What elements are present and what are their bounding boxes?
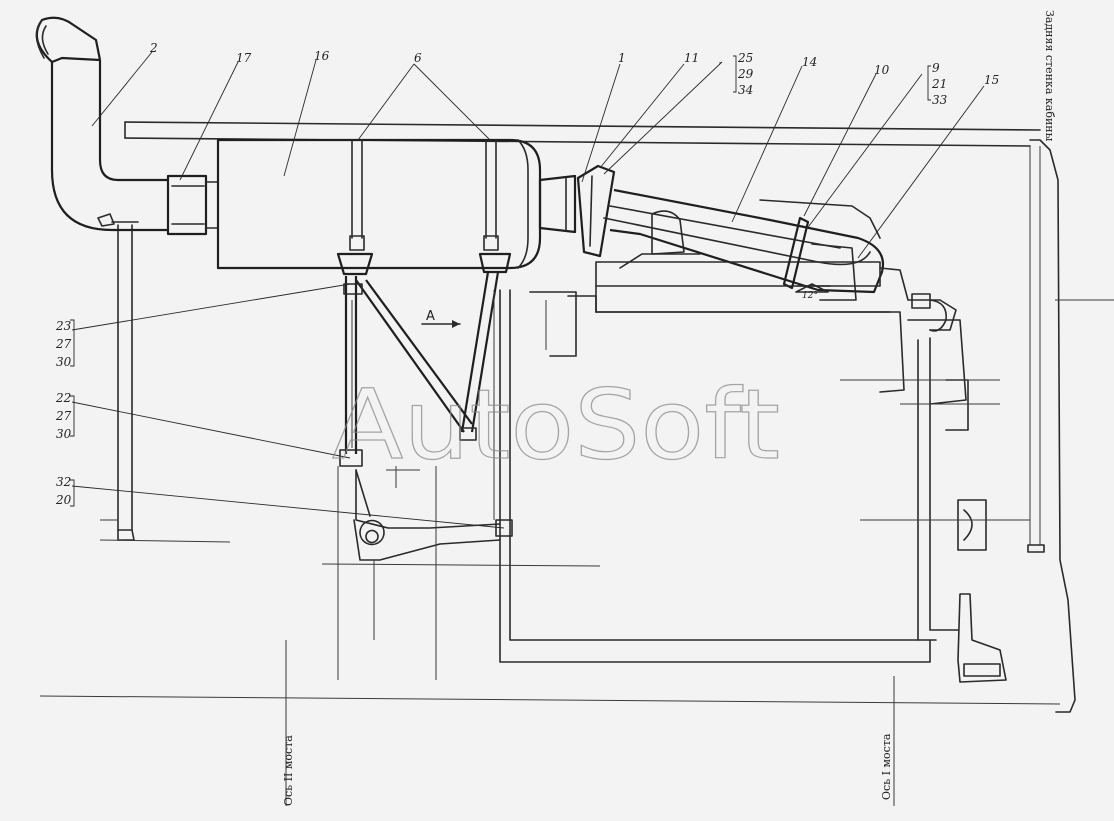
part-label-34: 34 xyxy=(738,83,753,97)
part-label-6: 6 xyxy=(414,51,422,65)
exhaust-pipe xyxy=(35,16,168,232)
part-label-10: 10 xyxy=(874,63,890,77)
muffler xyxy=(216,138,542,270)
axle-lines xyxy=(39,519,1061,806)
part-label-16: 16 xyxy=(314,49,330,63)
leader-lines xyxy=(71,51,985,529)
view-label: A xyxy=(426,309,435,324)
part-label-23: 23 xyxy=(55,319,72,333)
part-label-15: 15 xyxy=(984,73,999,87)
part-label-32: 32 xyxy=(56,475,71,489)
muffler-straps xyxy=(336,139,512,276)
part-label-11: 11 xyxy=(684,51,699,65)
part-label-30b: 30 xyxy=(56,427,72,441)
view-arrow xyxy=(421,320,461,328)
part-labels: 2 17 16 6 1 11 25 29 34 14 10 9 21 33 15… xyxy=(55,41,999,507)
cab-wall-label: Задняя стенка кабины xyxy=(1043,10,1056,142)
part-label-27: 27 xyxy=(55,337,72,351)
angle-label: 12° xyxy=(802,291,818,301)
part-label-17: 17 xyxy=(236,51,252,65)
rear-axle-label: Ось II моста xyxy=(282,735,295,806)
support-brackets xyxy=(339,271,513,537)
part-label-9: 9 xyxy=(932,61,940,75)
turbo-pipe xyxy=(603,188,885,301)
part-label-27b: 27 xyxy=(55,409,72,423)
angle-marker xyxy=(795,283,829,293)
outlet-flange xyxy=(538,164,616,258)
pipe-clamp xyxy=(166,174,219,236)
part-label-22: 22 xyxy=(55,391,71,405)
front-axle-label: Ось I моста xyxy=(880,733,893,800)
part-label-30: 30 xyxy=(56,355,72,369)
watermark: AutoSoft xyxy=(332,369,780,481)
part-label-2: 2 xyxy=(149,41,158,55)
lower-frame xyxy=(321,466,601,680)
part-label-1: 1 xyxy=(618,51,626,65)
gearbox-outline xyxy=(499,289,931,663)
part-label-14: 14 xyxy=(802,55,817,69)
part-label-29: 29 xyxy=(737,67,754,81)
part-label-25: 25 xyxy=(737,51,753,65)
label-brackets xyxy=(70,55,931,507)
part-label-20: 20 xyxy=(55,493,72,507)
left-support-post xyxy=(99,221,231,543)
part-label-21: 21 xyxy=(931,77,947,91)
part-label-33: 33 xyxy=(932,93,948,107)
